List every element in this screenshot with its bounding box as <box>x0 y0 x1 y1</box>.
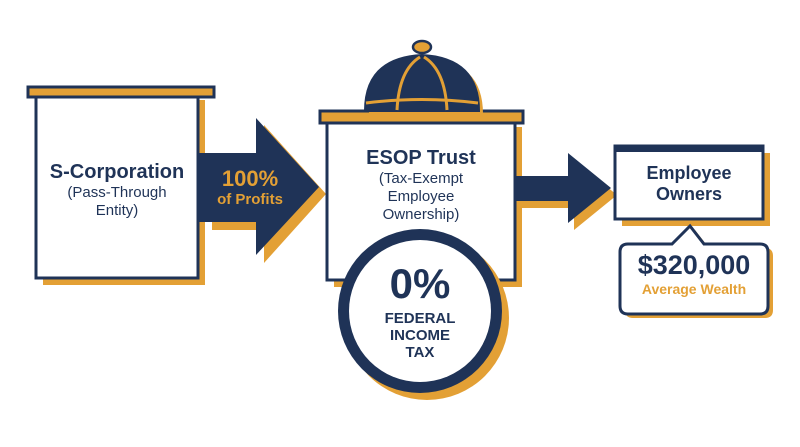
esop-text: ESOP Trust (Tax-Exempt Employee Ownershi… <box>327 146 515 224</box>
employees-title-line1: Employee <box>646 163 732 183</box>
dome-cap-icon <box>363 39 483 114</box>
s-corp-box <box>26 85 216 285</box>
wealth-label: Average Wealth <box>641 281 747 297</box>
tax-line1: FEDERAL <box>384 310 456 327</box>
profits-arrow-icon <box>198 118 326 263</box>
employees-text: Employee Owners <box>615 163 763 205</box>
esop-subtitle-line3: Ownership) <box>382 206 460 223</box>
esop-subtitle-line1: (Tax-Exempt <box>378 170 464 187</box>
tax-badge <box>338 229 509 400</box>
right-arrow-icon <box>515 153 617 230</box>
wealth-callout <box>618 223 773 318</box>
profits-label: of Profits <box>217 191 283 208</box>
s-corp-text: S-Corporation (Pass-Through Entity) <box>36 160 198 220</box>
employees-title-line2: Owners <box>655 184 723 204</box>
wealth-text: $320,000 Average Wealth <box>620 250 768 298</box>
s-corp-title: S-Corporation <box>49 161 185 183</box>
profits-arrow-text: 100% of Profits <box>200 166 300 209</box>
s-corp-subtitle-line1: (Pass-Through <box>67 184 167 201</box>
tax-badge-text: 0% FEDERAL INCOME TAX <box>360 260 480 362</box>
wealth-amount: $320,000 <box>637 250 751 280</box>
tax-line2: INCOME <box>390 327 450 344</box>
tax-rate: 0% <box>389 260 451 307</box>
esop-title: ESOP Trust <box>366 147 476 169</box>
employee-owners-box <box>613 144 770 226</box>
s-corp-subtitle-line2: Entity) <box>95 202 139 219</box>
tax-line3: TAX <box>405 344 435 361</box>
profits-percent: 100% <box>221 166 279 191</box>
esop-subtitle-line2: Employee <box>387 188 455 205</box>
